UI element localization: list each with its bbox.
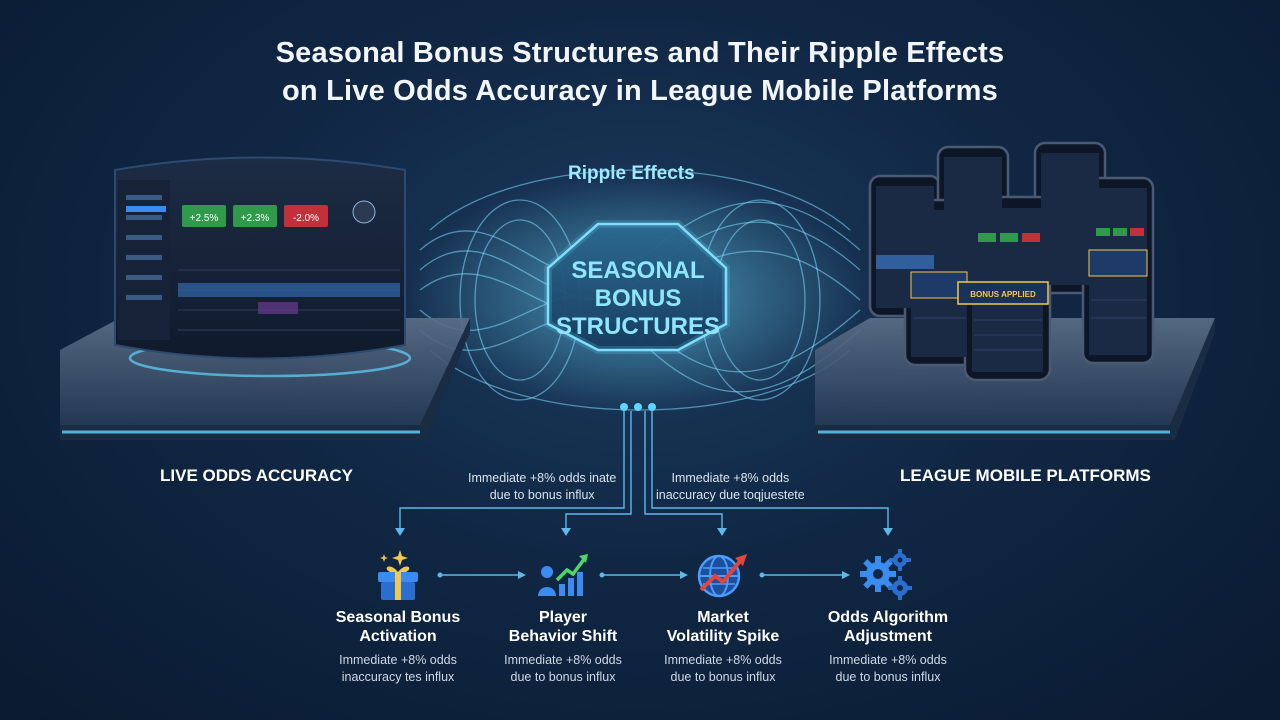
ripple-effects-label: Ripple Effects xyxy=(568,163,695,184)
step-1-title-line-2: Activation xyxy=(359,628,437,645)
odds-badge-1 xyxy=(182,205,226,227)
gift-icon xyxy=(378,550,418,600)
center-hexagon xyxy=(544,220,730,354)
step-2-desc: Immediate +8% odds due to bonus influx xyxy=(478,652,648,686)
mid-note-right-line-1: Immediate +8% odds xyxy=(671,471,790,485)
connector-lines xyxy=(399,411,889,530)
mid-note-right-line-2: inaccuracy due toqjuestete xyxy=(656,488,805,502)
step-3-title-line-2: Volatility Spike xyxy=(666,628,780,645)
step-odds-algorithm-adjustment: Odds Algorithm Adjustment Immediate +8% … xyxy=(803,608,973,686)
phone-banner-text: BONUS APPLIED xyxy=(970,290,1036,299)
center-hex-text: SEASONAL BONUS STRUCTURES xyxy=(542,257,734,341)
odds-badge-2 xyxy=(233,205,277,227)
step-4-desc: Immediate +8% odds due to bonus influx xyxy=(803,652,973,686)
league-mobile-platforms-label: LEAGUE MOBILE PLATFORMS xyxy=(900,466,1151,485)
step-4-desc-line-1: Immediate +8% odds xyxy=(829,653,947,667)
step-3-desc: Immediate +8% odds due to bonus influx xyxy=(638,652,808,686)
step-1-desc: Immediate +8% odds inaccuracy tes influx xyxy=(313,652,483,686)
odds-dashboard xyxy=(114,156,406,360)
step-seasonal-bonus-activation: Seasonal Bonus Activation Immediate +8% … xyxy=(313,608,483,686)
step-arrow-heads xyxy=(437,571,850,579)
step-3-desc-line-2: due to bonus influx xyxy=(670,670,776,684)
mid-note-right: Immediate +8% odds inaccuracy due toqjue… xyxy=(656,470,805,504)
step-4-desc-line-2: due to bonus influx xyxy=(835,670,941,684)
step-player-behavior-shift: Player Behavior Shift Immediate +8% odds… xyxy=(478,608,648,686)
step-2-desc-line-2: due to bonus influx xyxy=(510,670,616,684)
badge-text-3: -2.0% xyxy=(293,213,319,224)
step-1-desc-line-1: Immediate +8% odds xyxy=(339,653,457,667)
growth-chart-icon xyxy=(538,554,588,596)
step-4-title-line-1: Odds Algorithm xyxy=(827,609,949,626)
mid-note-left-line-1: Immediate +8% odds inate xyxy=(468,471,617,485)
gears-icon xyxy=(860,549,912,600)
step-1-title-line-1: Seasonal Bonus xyxy=(335,609,461,626)
live-odds-accuracy-label: LIVE ODDS ACCURACY xyxy=(160,466,353,485)
center-line-2: BONUS xyxy=(594,285,682,312)
mid-note-left-line-2: due to bonus influx xyxy=(489,488,595,502)
globe-trend-icon xyxy=(697,554,747,598)
title-line-2: on Live Odds Accuracy in League Mobile P… xyxy=(282,75,998,107)
badge-text-2: +2.3% xyxy=(241,213,270,224)
step-3-desc-line-1: Immediate +8% odds xyxy=(664,653,782,667)
step-3-title-line-1: Market xyxy=(697,609,749,626)
step-4-title-line-2: Adjustment xyxy=(844,628,932,645)
center-line-1: SEASONAL xyxy=(571,257,705,284)
page-title: Seasonal Bonus Structures and Their Ripp… xyxy=(0,34,1280,110)
connector-dots xyxy=(620,403,656,411)
step-2-title-line-2: Behavior Shift xyxy=(508,628,618,645)
connector-arrowheads xyxy=(395,528,893,536)
step-2-desc-line-1: Immediate +8% odds xyxy=(504,653,622,667)
badge-text-1: +2.5% xyxy=(190,213,219,224)
step-1-desc-line-2: inaccuracy tes influx xyxy=(341,670,455,684)
title-line-1: Seasonal Bonus Structures and Their Ripp… xyxy=(275,37,1005,69)
mid-note-left: Immediate +8% odds inate due to bonus in… xyxy=(468,470,616,504)
center-line-3: STRUCTURES xyxy=(555,313,720,340)
step-2-title-line-1: Player xyxy=(538,609,588,626)
step-market-volatility-spike: Market Volatility Spike Immediate +8% od… xyxy=(638,608,808,686)
mobile-phones xyxy=(868,141,1155,382)
odds-badge-3 xyxy=(284,205,328,227)
